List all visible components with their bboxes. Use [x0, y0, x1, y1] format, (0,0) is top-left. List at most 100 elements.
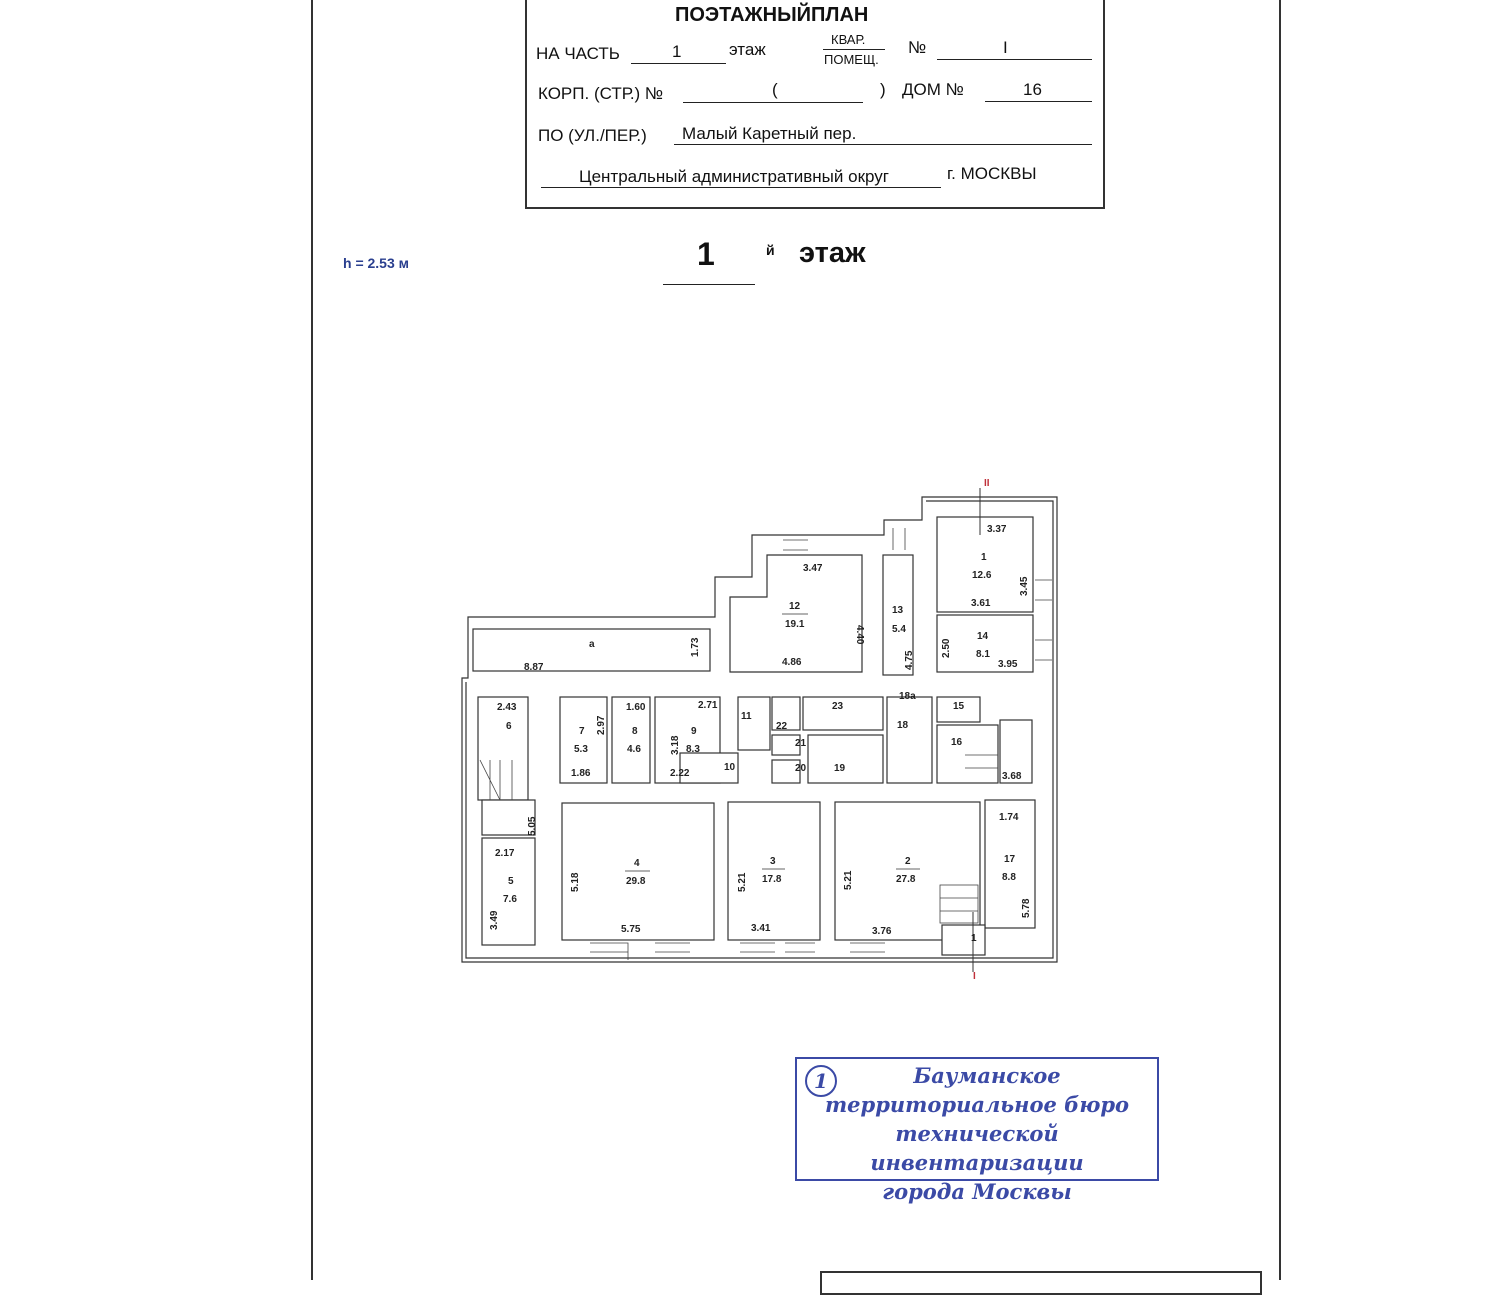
dimension: 3.41	[751, 923, 771, 934]
ceiling-height: h = 2.53 м	[343, 255, 410, 271]
floor-word: этаж	[799, 237, 866, 269]
room-area: 8.3	[686, 744, 700, 755]
number-value: I	[1003, 38, 1008, 57]
room-number: 12	[789, 601, 801, 612]
dimension: 3.47	[803, 563, 823, 574]
room-number: 15	[953, 701, 965, 712]
room-area: 5.3	[574, 744, 588, 755]
room-number: 1	[981, 552, 987, 563]
room-number: 11	[741, 711, 752, 722]
stamp-line: города Москвы	[882, 1179, 1072, 1204]
room-area: 19.1	[785, 619, 805, 630]
room-number: 5	[508, 876, 514, 887]
room-number: 23	[832, 701, 844, 712]
outer-walls	[461, 496, 1058, 963]
dimension: 3.18	[670, 735, 681, 755]
dimension: 8.87	[524, 662, 544, 673]
room-labels: a 12 19.1 13 5.4 1 12.6 14 8.1 6 7 5.3 8…	[503, 552, 1016, 944]
room-number: 17	[1004, 854, 1016, 865]
room-area: 8.8	[1002, 872, 1016, 883]
room-number: 10	[724, 762, 736, 773]
room-area: 5.4	[892, 624, 906, 635]
dom-value: 16	[1023, 80, 1042, 99]
bti-stamp: 1 Бауманское территориальное бюро технич…	[795, 1057, 1159, 1204]
kvar-label: КВАР.	[831, 32, 866, 47]
dimension: 2.22	[670, 768, 690, 779]
room-number: 20	[795, 763, 807, 774]
room-number: 8	[632, 726, 638, 737]
dimension: 5.18	[570, 872, 581, 892]
part-underline	[631, 63, 726, 64]
room-area: 8.1	[976, 649, 990, 660]
dimension: 4.40	[854, 625, 865, 645]
room-area: 7.6	[503, 894, 517, 905]
room-area: 17.8	[762, 874, 782, 885]
korp-underline	[683, 102, 863, 103]
dimension-labels: 8.87 1.73 3.47 4.40 4.86 4.75 3.37 3.45 …	[489, 524, 1032, 937]
district-underline	[541, 187, 941, 188]
room-area: 4.6	[627, 744, 641, 755]
room-number: 21	[795, 738, 807, 749]
stamp-line: Бауманское	[913, 1063, 1061, 1088]
room-number: 1	[971, 933, 977, 944]
room-number: 14	[977, 631, 989, 642]
section-mark-bottom: I	[973, 971, 976, 982]
dimension: 2.97	[596, 715, 607, 735]
stamp-line: технической инвентаризации	[870, 1121, 1084, 1175]
number-sign: №	[908, 38, 927, 57]
fraction-line	[823, 49, 885, 50]
dimension: 2.71	[698, 700, 718, 711]
korp-open: (	[772, 80, 778, 99]
room-area: 29.8	[626, 876, 646, 887]
dimension: 3.45	[1019, 576, 1030, 596]
pomesh-label: ПОМЕЩ.	[824, 52, 879, 67]
dimension: 1.60	[626, 702, 646, 713]
dimension: 3.68	[1002, 771, 1022, 782]
dimension: 3.61	[971, 598, 991, 609]
korp-close: )	[880, 80, 886, 99]
rooms	[472, 516, 1052, 960]
dom-underline	[985, 101, 1092, 102]
district: Центральный административный округ	[579, 167, 889, 186]
part-label: НА ЧАСТЬ	[536, 44, 620, 63]
dimension: 5.78	[1021, 898, 1032, 918]
stamp-number: 1	[805, 1065, 837, 1097]
room-number: 18	[897, 720, 909, 731]
room-area: 12.6	[972, 570, 992, 581]
street-label: ПО (УЛ./ПЕР.)	[538, 126, 647, 145]
dimension: 4.75	[904, 650, 915, 670]
room-number: 4	[634, 858, 640, 869]
plan-title: ПОЭТАЖНЫЙПЛАН	[675, 4, 869, 26]
street-underline	[674, 144, 1092, 145]
section-mark-top: II	[984, 478, 990, 489]
room-number: 22	[776, 721, 788, 732]
floor-number: 1	[697, 236, 715, 272]
room-number: 13	[892, 605, 904, 616]
room-number: 19	[834, 763, 846, 774]
dimension: 3.76	[872, 926, 892, 937]
floor-number-underline	[663, 284, 755, 285]
room-number: 7	[579, 726, 585, 737]
room-number: 18a	[899, 691, 916, 702]
dimension: 5.21	[843, 870, 854, 890]
floor-word: этаж	[729, 40, 766, 59]
room-number: 6	[506, 721, 512, 732]
part-value: 1	[672, 42, 682, 61]
room-number: 2	[905, 856, 911, 867]
dimension: 5.21	[737, 872, 748, 892]
dimension: 2.50	[941, 638, 952, 658]
dom-label: ДОМ №	[902, 80, 964, 99]
section-marks: II I	[972, 478, 990, 982]
room-number: 3	[770, 856, 776, 867]
dimension: 3.37	[987, 524, 1007, 535]
dimension: 1.74	[999, 812, 1019, 823]
dimension: 5.05	[527, 816, 538, 836]
dimension: 3.95	[998, 659, 1018, 670]
room-number: 16	[951, 737, 963, 748]
dimension: 2.43	[497, 702, 517, 713]
room-area: 27.8	[896, 874, 916, 885]
room-number: 9	[691, 726, 697, 737]
title-block: ПОЭТАЖНЫЙПЛАН НА ЧАСТЬ 1 этаж КВАР. ПОМЕ…	[525, 0, 1105, 209]
dimension: 1.86	[571, 768, 591, 779]
